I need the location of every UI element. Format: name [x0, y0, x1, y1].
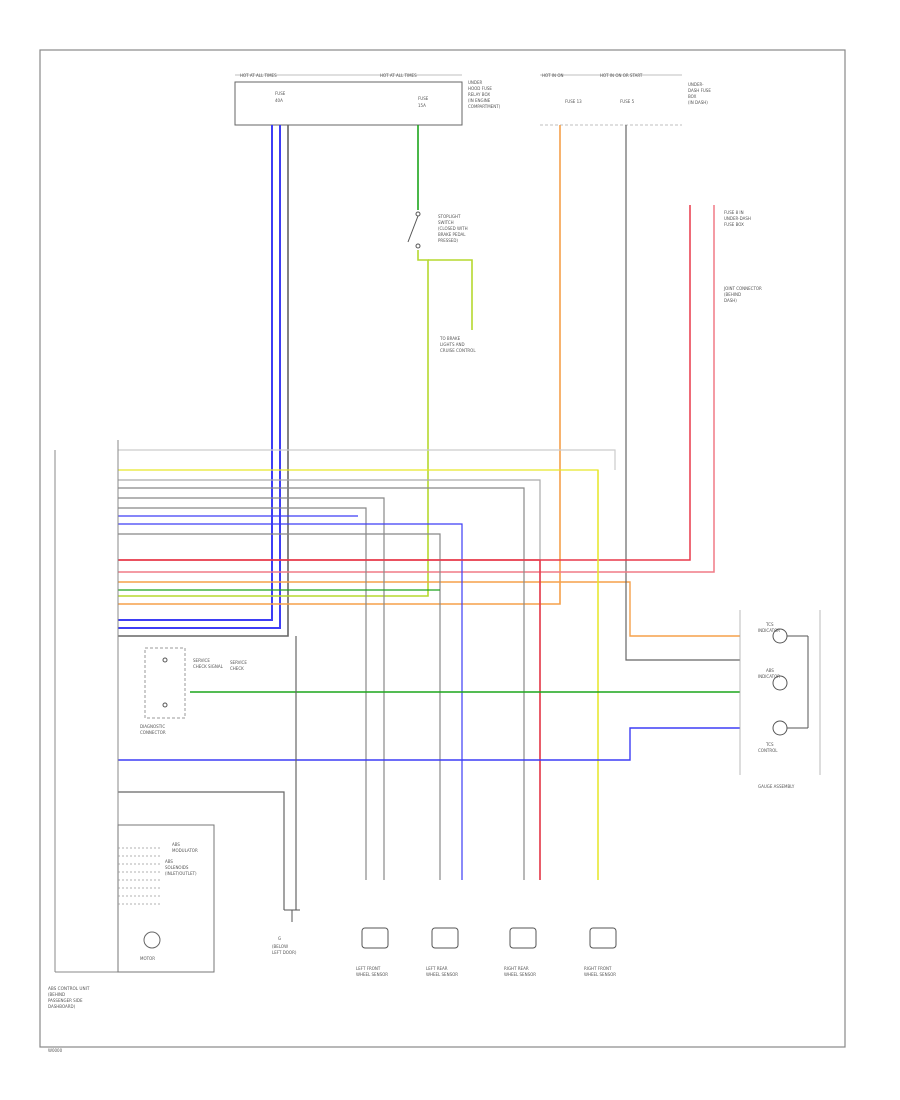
gauge-assembly: TCS INDICATOR ABS INDICATOR TCS CONTROL …	[739, 610, 821, 789]
svg-text:WHEEL SENSOR: WHEEL SENSOR	[426, 972, 458, 977]
svg-text:STOPLIGHT: STOPLIGHT	[438, 214, 461, 219]
control-unit-title: ABS CONTROL UNIT	[48, 986, 90, 991]
svg-text:CRUISE CONTROL: CRUISE CONTROL	[440, 348, 476, 353]
svg-text:ABS: ABS	[165, 859, 173, 864]
svg-text:FUSE: FUSE	[275, 91, 286, 96]
fuse-box-label-2: HOT AT ALL TIMES	[380, 73, 417, 78]
wire-yellow-green	[118, 250, 473, 597]
svg-text:DASH): DASH)	[724, 298, 737, 303]
svg-text:MODULATOR: MODULATOR	[172, 848, 198, 853]
svg-text:RIGHT REAR: RIGHT REAR	[504, 966, 529, 971]
wire-blue-bottom	[118, 727, 740, 761]
svg-text:(BEHIND: (BEHIND	[48, 992, 65, 997]
svg-text:INDICATOR: INDICATOR	[758, 628, 780, 633]
svg-text:LEFT FRONT: LEFT FRONT	[356, 966, 381, 971]
svg-text:RELAY BOX: RELAY BOX	[468, 92, 490, 97]
svg-text:TCS: TCS	[765, 622, 774, 627]
svg-text:JOINT CONNECTOR: JOINT CONNECTOR	[723, 286, 762, 291]
svg-text:CHECK: CHECK	[230, 666, 244, 671]
wire-gray-right	[625, 125, 740, 661]
svg-text:COMPARTMENT): COMPARTMENT)	[468, 104, 501, 109]
svg-text:SOLENOIDS: SOLENOIDS	[165, 865, 189, 870]
svg-text:LEFT DOOR): LEFT DOOR)	[272, 950, 297, 955]
svg-text:FUSE 5: FUSE 5	[620, 99, 635, 104]
svg-text:(IN DASH): (IN DASH)	[688, 100, 708, 105]
svg-text:SWITCH: SWITCH	[438, 220, 454, 225]
svg-text:GAUGE ASSEMBLY: GAUGE ASSEMBLY	[758, 784, 795, 789]
wire-pink-right	[118, 205, 715, 573]
wire-gray-main	[118, 125, 289, 637]
fuse-box-label-1: HOT AT ALL TIMES	[240, 73, 277, 78]
svg-text:FUSE: FUSE	[418, 96, 429, 101]
svg-text:PASSENGER SIDE: PASSENGER SIDE	[48, 998, 83, 1003]
svg-text:ABS: ABS	[766, 668, 774, 673]
abs-control-unit: ABS CONTROL UNIT (BEHIND PASSENGER SIDE …	[48, 440, 215, 1009]
svg-text:MOTOR: MOTOR	[140, 956, 155, 961]
svg-text:LIGHTS AND: LIGHTS AND	[440, 342, 465, 347]
svg-text:UNDER: UNDER	[468, 80, 483, 85]
svg-text:ABS: ABS	[172, 842, 180, 847]
svg-text:15A: 15A	[418, 103, 426, 108]
svg-text:HOOD FUSE: HOOD FUSE	[468, 86, 492, 91]
svg-text:LEFT REAR: LEFT REAR	[426, 966, 448, 971]
diagram-frame	[39, 49, 846, 1048]
svg-text:DASHBOARD): DASHBOARD)	[48, 1004, 76, 1009]
abs-internal-lines	[118, 847, 162, 905]
dash-fuse-label-2: HOT IN ON OR START	[600, 73, 643, 78]
svg-text:INDICATOR: INDICATOR	[758, 674, 780, 679]
svg-text:DASH FUSE: DASH FUSE	[688, 88, 711, 93]
svg-text:(IN ENGINE: (IN ENGINE	[468, 98, 491, 103]
wire-red-right	[118, 205, 691, 561]
wire-orange	[118, 125, 561, 605]
underhood-fuse-box: HOT AT ALL TIMES HOT AT ALL TIMES FUSE 4…	[234, 73, 501, 126]
svg-text:DIAGNOSTIC: DIAGNOSTIC	[140, 724, 165, 729]
signal-lines	[118, 449, 616, 880]
svg-text:PRESSED): PRESSED)	[438, 238, 458, 243]
svg-text:FUSE BOX: FUSE BOX	[724, 222, 744, 227]
data-link-connector: SERVICE CHECK SIGNAL DIAGNOSTIC CONNECTO…	[140, 647, 247, 735]
wheel-sensors: LEFT FRONT WHEEL SENSOR LEFT REAR WHEEL …	[356, 927, 617, 977]
svg-text:(CLOSED WITH: (CLOSED WITH	[438, 226, 468, 231]
svg-text:SERVICE: SERVICE	[230, 660, 247, 665]
svg-text:UNDER-DASH: UNDER-DASH	[724, 216, 751, 221]
dash-fuse-box: HOT IN ON HOT IN ON OR START FUSE 13 FUS…	[540, 73, 711, 126]
svg-text:FUSE 13: FUSE 13	[565, 99, 582, 104]
svg-text:TCS: TCS	[765, 742, 774, 747]
svg-text:FUSE 8 IN: FUSE 8 IN	[724, 210, 744, 215]
svg-text:TO BRAKE: TO BRAKE	[439, 336, 461, 341]
svg-text:(INLET/OUTLET): (INLET/OUTLET)	[165, 871, 197, 876]
svg-text:(BEHIND: (BEHIND	[724, 292, 741, 297]
svg-text:WHEEL SENSOR: WHEEL SENSOR	[584, 972, 616, 977]
wire-red-sensor	[118, 559, 541, 880]
dash-fuse-label-1: HOT IN ON	[542, 73, 563, 78]
svg-text:40A: 40A	[275, 98, 283, 103]
wire-orange-sensor	[118, 581, 740, 637]
svg-text:(BELOW: (BELOW	[272, 944, 288, 949]
svg-text:CONTROL: CONTROL	[758, 748, 778, 753]
svg-text:BOX: BOX	[688, 94, 697, 99]
svg-text:CONNECTOR: CONNECTOR	[140, 730, 166, 735]
svg-text:CHECK SIGNAL: CHECK SIGNAL	[193, 664, 224, 669]
svg-text:G: G	[278, 936, 281, 941]
wire-gray-bottom	[118, 636, 297, 910]
brake-switch: STOPLIGHT SWITCH (CLOSED WITH BRAKE PEDA…	[407, 211, 468, 249]
svg-text:WHEEL SENSOR: WHEEL SENSOR	[356, 972, 388, 977]
svg-text:SERVICE: SERVICE	[193, 658, 210, 663]
svg-text:RIGHT FRONT: RIGHT FRONT	[584, 966, 612, 971]
footer-code: W0000	[48, 1048, 63, 1053]
wire-blue-pair	[118, 125, 281, 629]
svg-text:WHEEL SENSOR: WHEEL SENSOR	[504, 972, 536, 977]
svg-text:BRAKE PEDAL: BRAKE PEDAL	[438, 232, 466, 237]
ground: G (BELOW LEFT DOOR)	[272, 909, 300, 955]
svg-text:UNDER-: UNDER-	[688, 82, 704, 87]
